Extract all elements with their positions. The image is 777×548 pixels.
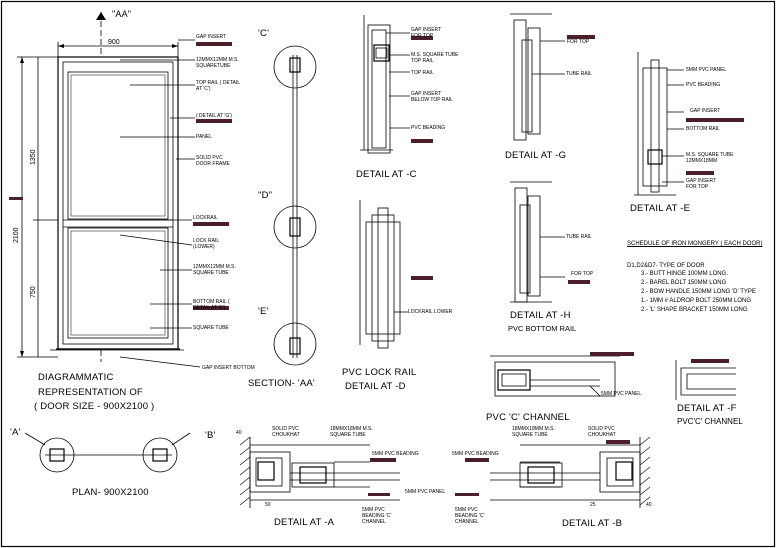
section-aa-title: SECTION- 'AA' <box>248 378 315 389</box>
plan-title: PLAN- 900X2100 <box>72 487 149 498</box>
detail-h-subtitle: PVC BOTTOM RAIL <box>508 324 577 333</box>
door-label-lockrail: LOCKRAIL <box>193 215 218 221</box>
door-label-lockrail-lower: LOCK RAIL (LOWER) <box>193 238 219 250</box>
door-caption-2: REPRESENTATION OF <box>38 387 143 398</box>
detail-a-label-1: SOLID PVC CHOUKHAT <box>272 426 300 438</box>
door-upper-dim: 1350 <box>30 149 37 165</box>
door-caption-1: DIAGRAMMATIC <box>38 372 114 383</box>
schedule-item-5: 2.- 'L' SHAPE BRACKET 150MM LONG <box>641 307 748 313</box>
detail-c-label-4: GAP INSERT BELOW TOP RAIL <box>411 91 453 103</box>
detail-a-label-4: 5MM PVC PANEL <box>405 489 446 495</box>
section-mark-c: 'C' <box>258 28 270 39</box>
section-mark-e: 'E' <box>258 306 269 317</box>
detail-h-label-2: FOR TOP <box>571 271 594 277</box>
pvc-c-channel-title: PVC 'C' CHANNEL <box>486 412 570 423</box>
door-label-square-tube-2: 12MMX12MM M.S. SQUARE TUBE <box>193 264 236 276</box>
detail-c-label-2: M.S. SQUARE TUBE TOP RAIL <box>411 52 459 64</box>
plan-mark-b: 'B' <box>205 430 216 441</box>
plan-drawing <box>24 432 191 473</box>
door-lower-dim: 750 <box>30 286 37 298</box>
detail-e-title: DETAIL AT -E <box>630 203 691 214</box>
detail-a-dim-1: 50 <box>265 502 271 508</box>
section-mark-d: "D" <box>258 190 273 201</box>
schedule-type: D1,D2&D7- TYPE OF DOOR <box>627 263 705 269</box>
pvc-c-channel-drawing <box>490 355 620 397</box>
detail-b-drawing <box>490 437 641 508</box>
detail-a-label-3: 5MM PVC BEADING <box>372 451 419 457</box>
plan-mark-a: 'A' <box>10 427 21 438</box>
detail-g <box>510 13 565 141</box>
door-caption-3: ( DOOR SIZE - 900X2100 ) <box>34 401 155 412</box>
schedule-item-4: 1.- 1MM # ALDROP BOLT 250MM LONG <box>641 298 752 304</box>
detail-a-dim-2: 40 <box>236 430 242 436</box>
detail-e-label-6: GAP INSERT FOR TOP <box>686 178 717 190</box>
wall-hatching <box>239 436 651 506</box>
door-label-bottom-rail: BOTTOM RAIL ( DETAIL AT 'E') <box>193 299 230 311</box>
detail-d-title-2: DETAIL AT -D <box>345 381 406 392</box>
detail-b-label-1: 18MMX18MM M.S. SQUARE TUBE <box>512 426 555 438</box>
detail-f-title: DETAIL AT -F <box>677 403 737 414</box>
door-label-gap-insert: GAP INSERT <box>196 34 227 40</box>
detail-b-label-3: 5MM PVC BEADING <box>452 451 499 457</box>
detail-a-label-2: 18MMX18MM M.S. SQUARE TUBE <box>330 426 373 438</box>
detail-d <box>359 200 408 349</box>
door-label-detail-g: ( DETAIL AT 'G') <box>196 113 232 119</box>
label-bars <box>9 35 744 496</box>
detail-c <box>360 15 410 154</box>
door-label-top-rail: TOP RAIL ( DETAIL AT 'C') <box>196 80 240 92</box>
door-label-panel: PANEL <box>196 134 213 140</box>
detail-h-label-1: TUBE RAIL <box>566 234 592 240</box>
door-label-gap-bottom: GAP INSERT BOTTOM <box>202 365 255 371</box>
detail-g-label-1: FOR TOP <box>567 39 590 45</box>
door-height-dim: 2100 <box>13 227 20 243</box>
detail-e-label-5: M.S. SQUARE TUBE 12MMX18MM <box>686 152 734 164</box>
detail-c-label-5: PVC BEADING <box>411 125 446 131</box>
detail-a-label-5: 5MM PVC BEADING 'C' CHANNEL <box>362 507 392 525</box>
detail-e-label-1: 5MM PVC PANEL <box>686 67 727 73</box>
schedule-item-3: 2.- BOW HANDLE 150MM LONG 'D' TYPE <box>641 289 756 295</box>
schedule-item-2: 2.- BAREL BOLT 150MM LONG <box>641 280 727 286</box>
door-width-dim: 900 <box>108 39 120 46</box>
door-label-square-tube-3: SQUARE TUBE <box>193 325 229 331</box>
door-label-square-tube: 12MMX12MM M.S. SQUARETUBE <box>196 57 239 69</box>
detail-d-title-1: PVC LOCK RAIL <box>342 367 417 378</box>
detail-g-label-2: TUBE RAIL <box>566 71 592 77</box>
door-elevation <box>17 12 201 368</box>
detail-e <box>634 52 684 196</box>
detail-c-label-1: GAP INSERT FOR TOP <box>411 27 442 39</box>
schedule-item-1: 3.- BUTT HINGE 100MM LONG. <box>641 271 728 277</box>
detail-d-label: LOCKRAIL LOWER <box>408 309 453 315</box>
detail-e-label-2: PVC BEADING <box>686 82 721 88</box>
detail-h-title: DETAIL AT -H <box>510 310 571 321</box>
arrow-heads <box>20 12 178 357</box>
detail-b-label-2: SOLID PVC CHOUKHAT <box>588 426 616 438</box>
detail-g-title: DETAIL AT -G <box>505 150 567 161</box>
pvc-c-channel-label: 5MM PVC PANEL <box>601 391 642 397</box>
detail-f-drawing <box>675 360 736 400</box>
detail-e-label-4: BOTTOM RAIL <box>686 126 720 132</box>
detail-b-title: DETAIL AT -B <box>562 518 623 529</box>
section-aa <box>273 45 317 366</box>
detail-c-label-3: TOP RAIL <box>411 70 434 76</box>
detail-c-title: DETAIL AT -C <box>356 169 417 180</box>
detail-a-title: DETAIL AT -A <box>274 517 335 528</box>
detail-b-label-4: 5MM PVC BEADING 'C' CHANNEL <box>455 507 485 525</box>
detail-b-dim-1: 25 <box>590 502 596 508</box>
detail-f-subtitle: PVC'C' CHANNEL <box>677 417 743 426</box>
schedule-title: SCHEDULE OF IRON MONGERY ( EACH DOOR) <box>627 241 763 247</box>
detail-a-drawing <box>249 437 400 508</box>
detail-e-label-3: GAP INSERT <box>690 108 721 114</box>
door-label-frame: SOLID PVC DOOR FRAME <box>196 155 230 167</box>
section-mark-aa: "AA" <box>112 9 132 19</box>
detail-h <box>510 181 565 303</box>
detail-b-dim-2: 40 <box>646 502 652 508</box>
